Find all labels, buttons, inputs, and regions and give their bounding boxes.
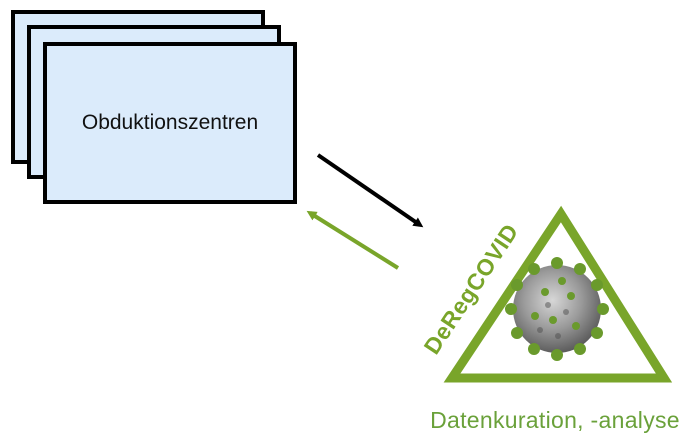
arrow-to-centers xyxy=(306,210,400,270)
obduktionszentren-label: Obduktionszentren xyxy=(81,111,259,134)
obduktionszentren-stack xyxy=(11,10,297,204)
stack-front-card xyxy=(43,42,297,204)
coronavirus-icon xyxy=(505,257,609,361)
registry-caption: Datenkuration, -analyse xyxy=(430,406,680,433)
registry-triangle xyxy=(443,205,673,383)
arrow-to-registry xyxy=(316,153,424,228)
deregcovid-logo: DeRegCOVID xyxy=(419,205,673,383)
